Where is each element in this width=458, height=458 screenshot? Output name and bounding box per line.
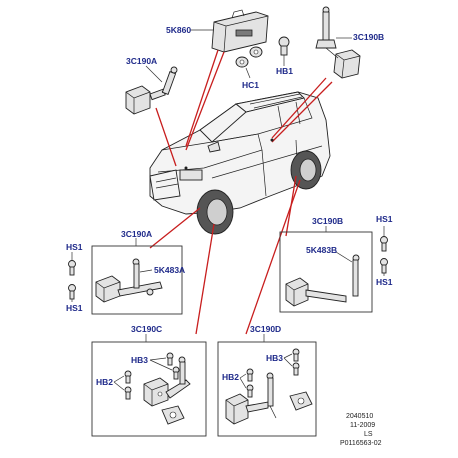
bolt-hb2-box-c-icon — [124, 370, 132, 400]
label-box-d: 3C190D — [250, 324, 281, 334]
label-box-rear: 3C190B — [312, 216, 343, 226]
bolt-hb1-icon — [278, 36, 290, 56]
gasket-box-c-icon — [161, 405, 185, 425]
bolt-hs1-left-bottom-icon — [68, 284, 76, 300]
detail-box-front-left — [91, 245, 183, 315]
footer-ls: LS — [364, 431, 373, 438]
detail-box-d — [217, 341, 317, 437]
label-box-c-hb3: HB3 — [131, 355, 148, 365]
label-hs1-right-top: HS1 — [376, 214, 393, 224]
sensor-box-rear-icon — [285, 254, 360, 307]
footer-code: 2040510 — [346, 413, 373, 420]
ecu-module — [211, 9, 269, 53]
location-leaders — [149, 49, 333, 335]
label-box-d-hb2: HB2 — [222, 372, 239, 382]
bolt-hb2-box-d-icon — [246, 368, 254, 398]
label-hb1: HB1 — [276, 66, 293, 76]
height-sensor-front-icon — [125, 66, 178, 115]
bolt-hs1-left-top-icon — [68, 260, 76, 276]
label-box-c-hb2: HB2 — [96, 377, 113, 387]
label-sensor-front-top: 3C190A — [126, 56, 157, 66]
bolt-hs1-right-bottom-icon — [380, 258, 388, 274]
clip-hc1-icon — [235, 46, 263, 68]
footer-ref: P0116563-02 — [340, 440, 382, 447]
sensor-box-front-left-icon — [95, 258, 163, 303]
label-sensor-rear-top: 3C190B — [353, 32, 384, 42]
label-box-front-left: 3C190A — [121, 229, 152, 239]
label-box-rear-link: 5K483B — [306, 245, 337, 255]
label-hs1-right-bottom: HS1 — [376, 277, 393, 287]
height-sensor-rear-icon — [315, 6, 361, 79]
footer-date: 11-2009 — [350, 422, 375, 429]
gasket-box-d-icon — [289, 391, 313, 411]
vehicle-illustration — [149, 91, 331, 235]
detail-box-c — [91, 341, 207, 437]
sensor-box-d-icon — [225, 372, 277, 425]
label-ecu: 5K860 — [166, 25, 191, 35]
bolt-hb3-box-c-icon — [166, 352, 180, 380]
bolt-hs1-right-top-icon — [380, 236, 388, 252]
label-hs1-left-bottom: HS1 — [66, 303, 83, 313]
label-box-front-left-link: 5K483A — [154, 265, 185, 275]
label-hs1-left-top: HS1 — [66, 242, 83, 252]
label-hc1: HC1 — [242, 80, 259, 90]
sensor-box-c-icon — [143, 356, 191, 407]
bolt-hb3-box-d-icon — [292, 348, 300, 376]
label-box-c: 3C190C — [131, 324, 162, 334]
label-box-d-hb3: HB3 — [266, 353, 283, 363]
